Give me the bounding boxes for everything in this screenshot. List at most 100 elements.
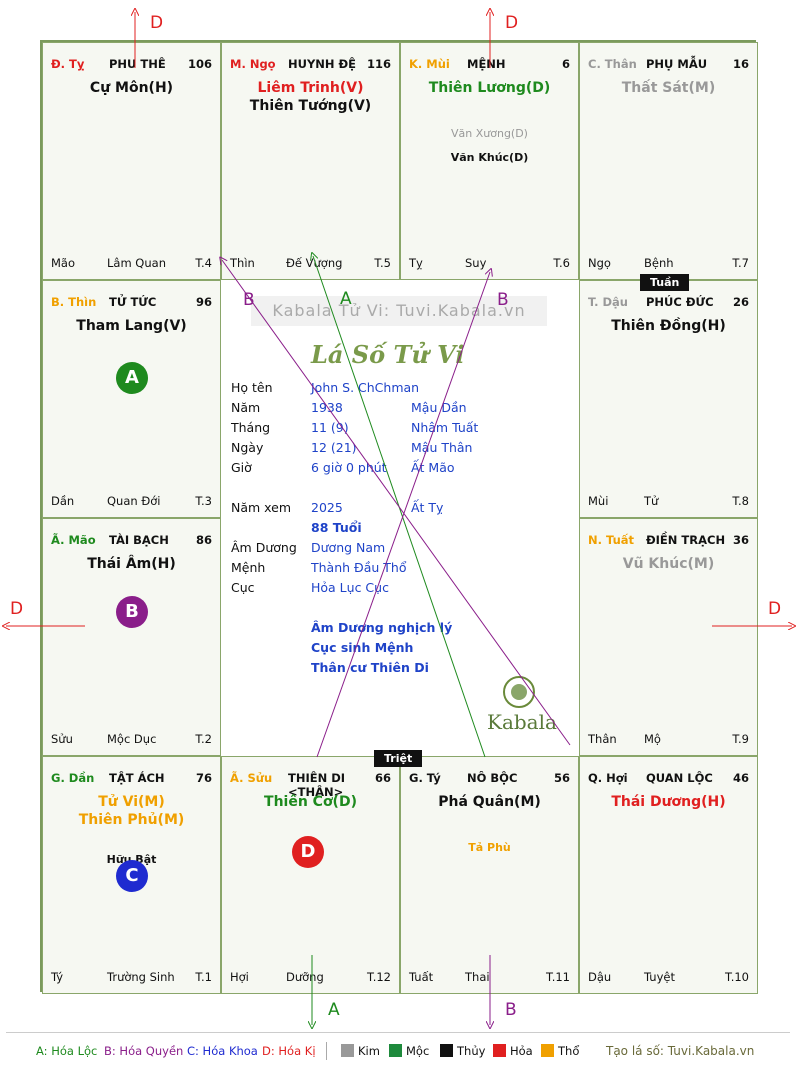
footer-stage: Trường Sinh [107,970,175,984]
palace-branch: G. Dần [51,771,95,785]
legend-hoa-quyen: B: Hóa Quyền [104,1044,184,1058]
legend-tho: Thổ [558,1044,580,1058]
footer-age: T.10 [725,970,749,984]
footer-branch: Ngọ [588,256,611,270]
label-year-view: Năm xem [231,500,292,515]
label-day: Ngày [231,440,264,455]
palace-number: 26 [732,295,749,309]
kabala-logo-text: Kabala [487,710,557,734]
palace-number: 36 [732,533,749,547]
palace-name: TẬT ÁCH [109,771,165,785]
palace-main-stars: Tham Lang(V) [43,317,220,335]
footer-stage: Mộc Dục [107,732,157,746]
footer-branch: Mùi [588,494,609,508]
footer-stage: Lâm Quan [107,256,166,270]
footer-age: T.2 [195,732,212,746]
palace-branch: M. Ngọ [230,57,276,71]
palace-footer: Mùi Tử T.8 [588,494,749,510]
thuy-swatch-icon [440,1044,453,1057]
footer-stage: Thai [465,970,490,984]
palace-number: 56 [553,771,570,785]
palace-branch: C. Thân [588,57,637,71]
footer-age: T.4 [195,256,212,270]
footer-branch: Thìn [230,256,255,270]
palace-main-stars: Thiên Lương(D) [401,79,578,97]
footer-branch: Tuất [409,970,434,984]
moc-swatch-icon [389,1044,402,1057]
label-d-3: D [10,599,23,619]
hoa-swatch-icon [493,1044,506,1057]
footer-age: T.7 [732,256,749,270]
legend-hoa-loc: A: Hóa Lộc [36,1044,98,1058]
palace-branch: Ã. Mão [51,533,96,547]
chart-title: Lá Số Tử Vi [311,340,465,369]
palace-main-stars: Thái Dương(H) [580,793,757,811]
legend-bar: A: Hóa Lộc B: Hóa Quyền C: Hóa Khoa D: H… [0,1032,796,1066]
palace-main-stars: Cự Môn(H) [43,79,220,97]
footer-age: T.8 [732,494,749,508]
legend-thuy: Thủy [457,1044,486,1058]
label-b-bottom: B [505,1000,517,1020]
minor-star: Văn Xương(D) [451,127,528,140]
main-star: Thiên Cơ(D) [264,794,357,810]
palace-name: ĐIỀN TRẠCH [646,533,726,547]
footer-age: T.6 [553,256,570,270]
legend-hoa-ki: D: Hóa Kị [262,1044,316,1058]
kabala-logo-icon [503,676,535,708]
value-day-canchi: Mậu Thân [411,440,473,455]
label-a-bottom: A [328,1000,340,1020]
hoa-khoa-marker: C [116,860,148,892]
footer-stage: Suy [465,256,487,270]
palace-name: PHỤ MẪU [646,57,708,71]
label-year: Năm [231,400,261,415]
palace-branch: B. Thìn [51,295,97,309]
value-cuc: Hỏa Lục Cục [311,580,389,595]
watermark: Kabala Tử Vi: Tuvi.Kabala.vn [251,296,547,326]
main-star: Thiên Tướng(V) [249,98,372,114]
palace-footer: Sửu Mộc Dục T.2 [51,732,212,748]
label-d-1: D [150,13,163,33]
palace-name: TÀI BẠCH [109,533,169,547]
value-year-view-canchi: Ất Tỵ [411,500,444,515]
minor-star: Văn Khúc(D) [450,151,529,164]
note-2: Cục sinh Mệnh [311,640,414,655]
value-year: 1938 [311,400,343,415]
label-hour: Giờ [231,460,252,475]
main-star: Thiên Đồng(H) [611,318,726,334]
palace-main-stars: Thái Âm(H) [43,555,220,573]
palace-main-stars: Liêm Trinh(V)Thiên Tướng(V) [222,79,399,115]
site-link[interactable]: Tạo lá số: Tuvi.Kabala.vn [606,1044,755,1058]
palace-number: 96 [195,295,212,309]
legend-kim: Kim [358,1044,380,1058]
footer-age: T.9 [732,732,749,746]
footer-stage: Quan Đới [107,494,161,508]
footer-stage: Tử [644,494,659,508]
footer-branch: Sửu [51,732,73,746]
legend-hoa: Hỏa [510,1044,533,1058]
